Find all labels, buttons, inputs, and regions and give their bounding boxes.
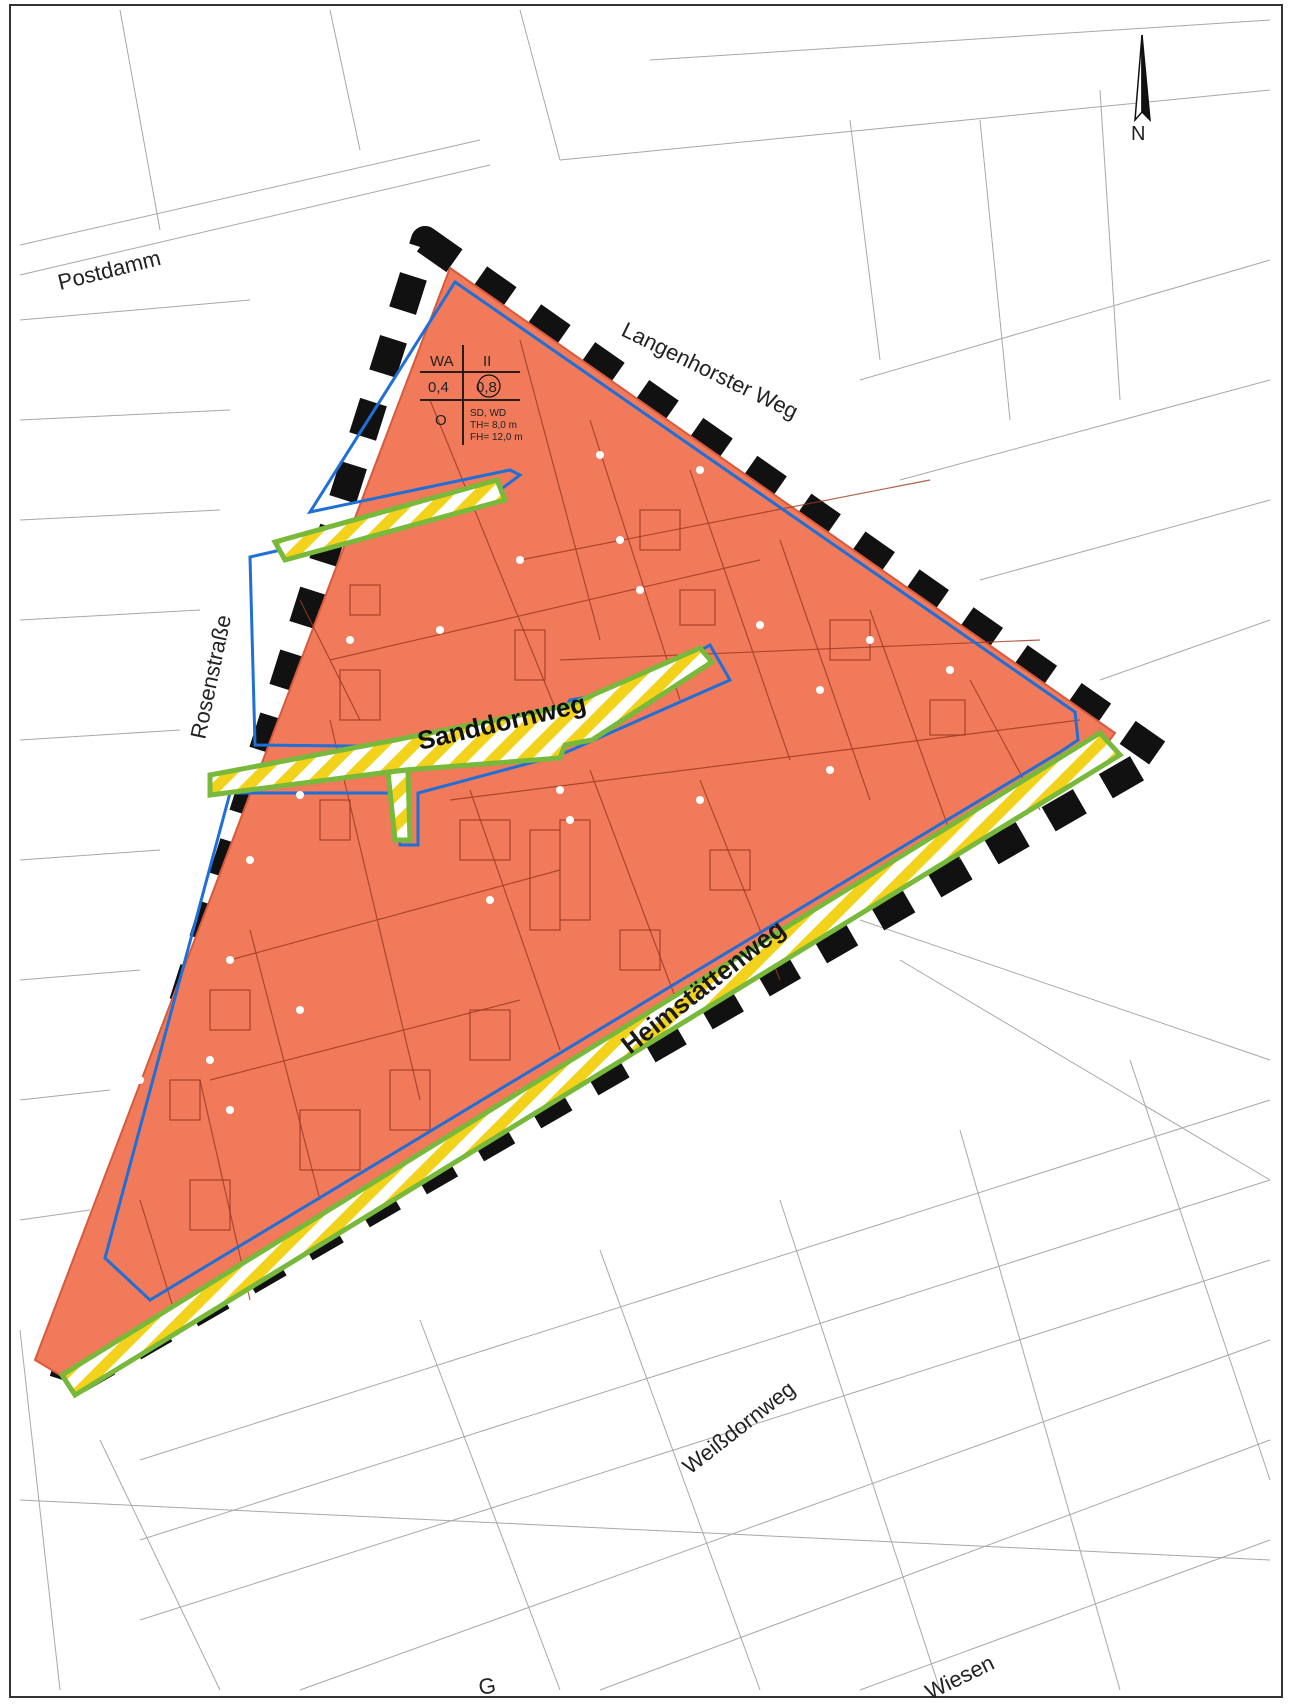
north-label: N — [1131, 123, 1145, 145]
building-outlines — [169, 509, 966, 1231]
road-heimstaettenweg — [58, 729, 1124, 1399]
schablone-bauweise: O — [435, 412, 447, 429]
schablone-roof: SD, WD — [470, 408, 506, 419]
schablone-gfz: 0,8 — [476, 379, 497, 396]
street-label-bottom-partial: G — [477, 1672, 498, 1700]
roads — [58, 476, 1124, 1399]
road-sanddornweg-spur — [385, 767, 413, 843]
parcel-lines — [139, 339, 1081, 1331]
schablone-area-type: WA — [430, 353, 454, 370]
schablone-traufhoehe: TH= 8,0 m — [470, 420, 517, 431]
road-north-stub — [271, 476, 509, 563]
nutzungsschablone: WA II 0,4 0,8 O SD, WD TH= 8,0 m FH= 12,… — [420, 345, 523, 445]
cadastre-background — [19, 9, 1271, 1691]
road-sanddornweg — [207, 644, 716, 798]
north-arrow-icon: N — [1131, 34, 1151, 145]
scope-boundary — [46, 226, 1174, 1404]
schablone-grz: 0,4 — [428, 379, 449, 396]
schablone-firsthoehe: FH= 12,0 m — [470, 432, 523, 443]
schablone-storeys: II — [483, 353, 491, 370]
schablone-gfz-circle — [477, 374, 501, 398]
boundary-points — [136, 451, 954, 1114]
